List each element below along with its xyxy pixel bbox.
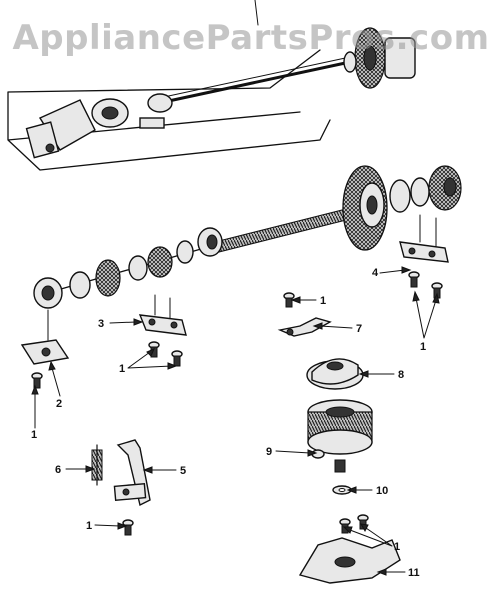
spring-6	[91, 444, 103, 486]
screws	[31, 271, 443, 536]
callout-8: 8	[398, 369, 404, 381]
bracket-2	[20, 309, 70, 365]
bracket-11	[298, 537, 401, 584]
upper-shaft-assembly	[25, 27, 416, 159]
bracket-3	[138, 294, 187, 336]
callout-1: 1	[31, 429, 37, 441]
washer-10	[332, 485, 352, 495]
callout-10: 10	[376, 485, 388, 497]
leader-lines	[31, 266, 440, 576]
callout-9: 9	[266, 446, 272, 458]
lever-5	[113, 439, 151, 507]
callout-6: 6	[55, 464, 61, 476]
watermark-text: AppliancePartsPros.com	[12, 18, 490, 58]
callout-1: 1	[394, 541, 400, 553]
screw-icon	[148, 341, 160, 358]
shaft-collars-left	[33, 227, 223, 309]
screw-icon	[408, 271, 420, 288]
callout-4: 4	[372, 267, 379, 279]
callout-7: 7	[356, 323, 362, 335]
bracket-4	[399, 214, 449, 263]
drum-9	[307, 399, 373, 473]
screw-icon	[171, 350, 183, 367]
callout-1: 1	[86, 520, 92, 532]
screw-icon	[283, 292, 295, 308]
callout-1: 1	[119, 363, 125, 375]
shaft-gear-assembly	[342, 165, 462, 251]
callout-1: 1	[320, 295, 326, 307]
callout-5: 5	[180, 465, 186, 477]
callout-3: 3	[98, 318, 104, 330]
callout-11: 11	[408, 567, 420, 579]
cam-8	[306, 358, 364, 390]
callout-labels: 1 2 3 1 4 1 1 7 8 9 10 6 5 1 1 11	[31, 267, 426, 579]
clip-7	[277, 317, 332, 337]
screw-icon	[31, 372, 43, 389]
callout-2: 2	[56, 398, 62, 410]
callout-1: 1	[420, 341, 426, 353]
screw-icon	[122, 519, 134, 536]
